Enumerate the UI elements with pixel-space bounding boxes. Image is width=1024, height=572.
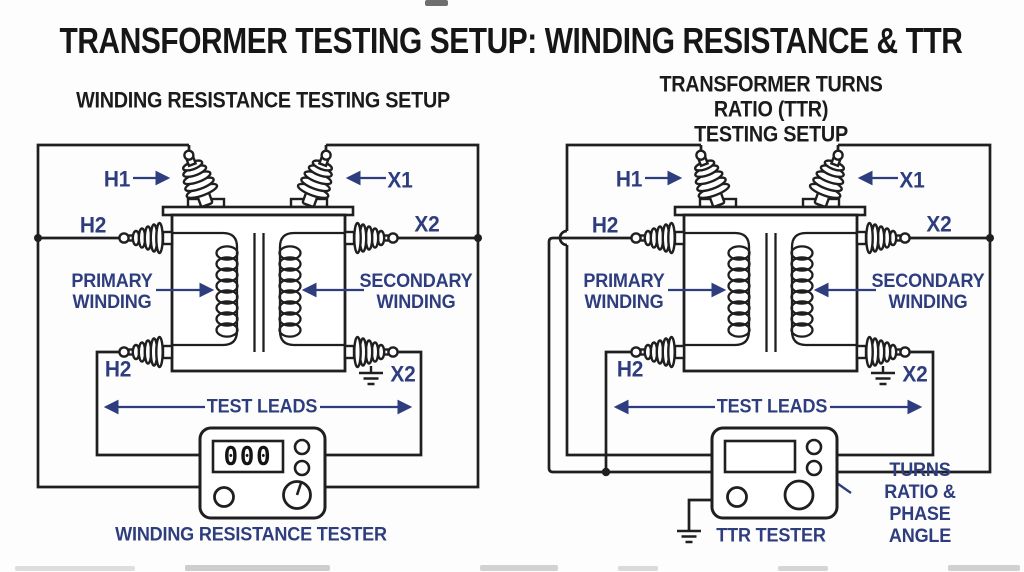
label-h2-lower-right: H2 [616, 356, 644, 382]
h2-upper-bushing [630, 221, 686, 255]
video-artifact [948, 565, 1020, 571]
junction-dot [601, 467, 611, 477]
x2-upper-bushing [343, 221, 399, 255]
indicator-light [805, 459, 823, 477]
indicator-light [293, 459, 311, 477]
winding-resistance-tester [198, 426, 327, 520]
tester-display [211, 439, 285, 474]
left-subtitle: WINDING RESISTANCE TESTING SETUP [76, 87, 450, 113]
label-h1-left: H1 [103, 166, 131, 192]
ground-icon [357, 366, 385, 386]
video-artifact [15, 566, 135, 571]
indicator-light [805, 438, 823, 456]
tester-button [213, 486, 235, 508]
ttr-transformer-tank [673, 197, 867, 373]
right-subtitle: TRANSFORMER TURNS RATIO (TTR) TESTING SE… [659, 71, 883, 147]
tester-display [723, 439, 797, 474]
tester-button [726, 486, 748, 508]
x2-upper-bushing [855, 221, 911, 255]
junction-dot [34, 234, 42, 242]
h2-upper-bushing [118, 221, 174, 255]
label-test-leads-left: TEST LEADS [206, 396, 318, 418]
wr-display-value: 000 [223, 442, 273, 472]
label-test-leads-right: TEST LEADS [716, 396, 828, 418]
video-artifact [425, 0, 448, 6]
wr-wiring [36, 143, 480, 489]
label-h2-upper-right: H2 [591, 212, 619, 238]
tester-ground-icon [675, 529, 703, 544]
video-artifact [185, 565, 330, 571]
label-x2-upper-left: X2 [414, 211, 440, 237]
label-x1-left: X1 [387, 167, 413, 193]
label-secondary-winding-right: SECONDARY WINDING [871, 271, 985, 313]
ttr-wiring [547, 143, 992, 531]
winding-resistance-diagram [34, 143, 482, 520]
label-turns-ratio-phase-angle: TURNS RATIO & PHASE ANGLE [884, 460, 956, 547]
knob-pointer [295, 482, 303, 496]
tester-knob [783, 479, 815, 511]
label-x2-lower-left: X2 [390, 361, 416, 387]
indicator-light [293, 438, 311, 456]
label-primary-winding-left: PRIMARY WINDING [71, 271, 153, 313]
ground-icon [869, 366, 897, 386]
core-lines [253, 233, 265, 352]
ttr-diagram [547, 143, 994, 544]
label-x2-upper-right: X2 [926, 211, 952, 237]
junction-dot [474, 234, 482, 242]
label-h2-lower-left: H2 [104, 356, 132, 382]
label-h2-upper-left: H2 [79, 212, 107, 238]
wr-annotation-arrows [103, 170, 413, 415]
label-h1-right: H1 [615, 166, 643, 192]
core-lines [765, 233, 777, 352]
wr-transformer-tank [161, 197, 355, 373]
label-primary-winding-right: PRIMARY WINDING [583, 271, 665, 313]
label-wr-tester: WINDING RESISTANCE TESTER [115, 524, 387, 546]
video-artifact [618, 566, 658, 571]
ttr-tester [710, 426, 839, 520]
label-x2-lower-right: X2 [902, 361, 928, 387]
main-title: TRANSFORMER TESTING SETUP: WINDING RESIS… [59, 20, 963, 61]
video-artifact [778, 566, 828, 571]
label-ttr-tester: TTR TESTER [716, 525, 826, 547]
junction-dot [986, 234, 994, 242]
video-artifact [480, 565, 558, 571]
label-secondary-winding-left: SECONDARY WINDING [359, 271, 473, 313]
label-x1-right: X1 [899, 167, 925, 193]
